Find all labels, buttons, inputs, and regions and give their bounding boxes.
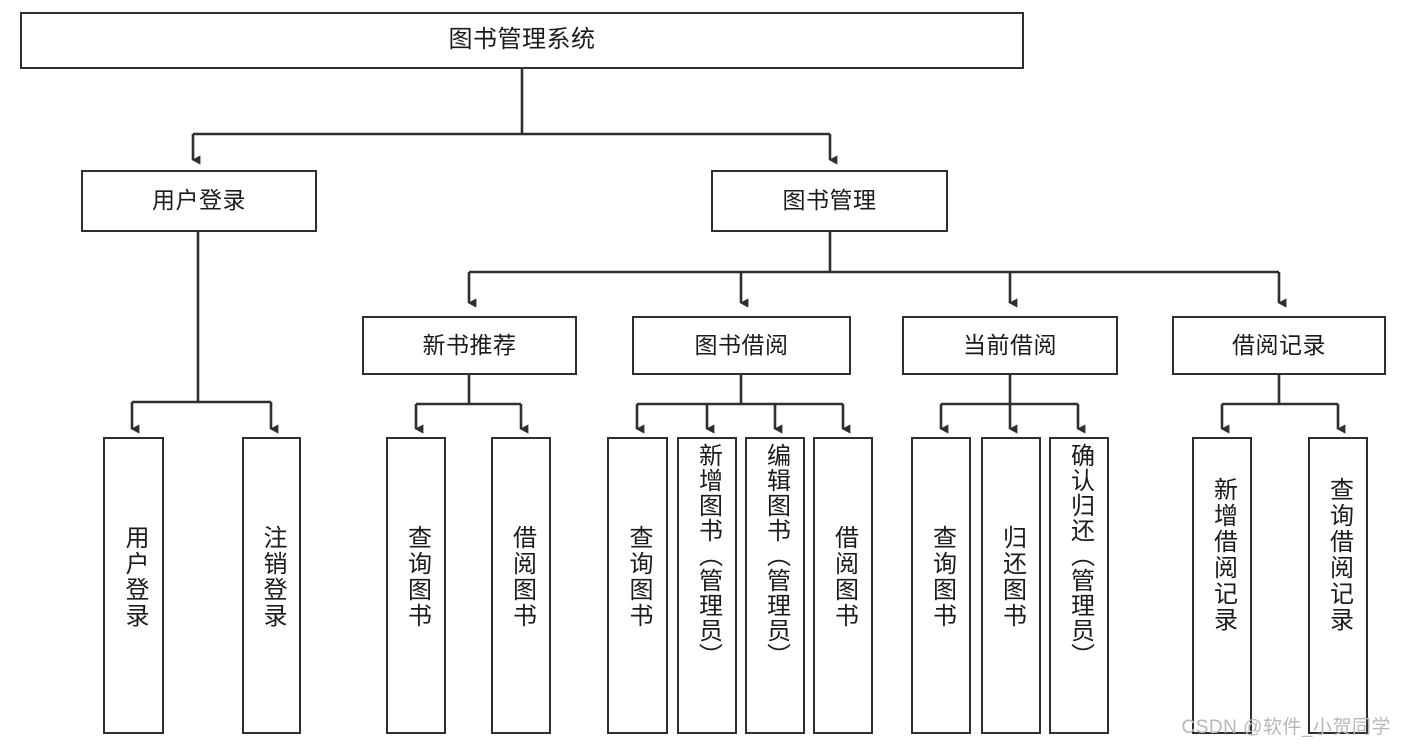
node-label: 用户登录	[120, 525, 148, 629]
node-label: 查询图书	[928, 525, 956, 629]
node-label: 用户登录	[152, 187, 246, 214]
node-label: 确认归还（管理员）	[1066, 443, 1094, 668]
leaf-user-login[interactable]: 用户登录	[103, 437, 164, 734]
leaf-confirm-return-admin[interactable]: 确认归还（管理员）	[1049, 437, 1109, 734]
node-new-book-recommend[interactable]: 新书推荐	[362, 316, 577, 375]
node-label: 新增借阅记录	[1209, 477, 1237, 633]
node-label: 当前借阅	[963, 331, 1057, 358]
node-label: 查询图书	[624, 525, 652, 629]
node-borrow-record[interactable]: 借阅记录	[1172, 316, 1386, 375]
node-book-borrow[interactable]: 图书借阅	[632, 316, 851, 375]
leaf-return-book[interactable]: 归还图书	[981, 437, 1041, 734]
leaf-query-book-recommend[interactable]: 查询图书	[386, 437, 446, 734]
node-label: 借阅记录	[1232, 331, 1326, 358]
node-label: 图书借阅	[694, 331, 789, 358]
leaf-borrow-book[interactable]: 借阅图书	[813, 437, 873, 734]
leaf-add-book-admin[interactable]: 新增图书（管理员）	[677, 437, 737, 734]
node-book-management[interactable]: 图书管理	[711, 170, 948, 232]
node-current-borrow[interactable]: 当前借阅	[902, 316, 1118, 375]
leaf-query-book-borrow[interactable]: 查询图书	[607, 437, 668, 734]
node-root-system[interactable]: 图书管理系统	[20, 12, 1024, 69]
node-label: 新增图书（管理员）	[694, 443, 722, 668]
node-label: 查询图书	[403, 525, 431, 629]
node-label: 新书推荐	[422, 331, 517, 358]
leaf-query-borrow-record[interactable]: 查询借阅记录	[1308, 437, 1368, 734]
leaf-add-borrow-record[interactable]: 新增借阅记录	[1192, 437, 1252, 734]
node-label: 编辑图书（管理员）	[762, 443, 790, 668]
leaf-query-book-current[interactable]: 查询图书	[911, 437, 971, 734]
node-label: 归还图书	[998, 525, 1026, 629]
leaf-logout[interactable]: 注销登录	[242, 437, 301, 734]
leaf-borrow-book-recommend[interactable]: 借阅图书	[491, 437, 551, 734]
watermark-csdn: CSDN @软件_小贺同学	[1181, 717, 1391, 738]
node-label: 查询借阅记录	[1325, 477, 1353, 633]
node-label: 注销登录	[258, 525, 286, 629]
leaf-edit-book-admin[interactable]: 编辑图书（管理员）	[745, 437, 805, 734]
node-label: 借阅图书	[508, 525, 536, 629]
node-label: 借阅图书	[830, 525, 858, 629]
node-label: 图书管理	[782, 187, 877, 214]
node-user-login[interactable]: 用户登录	[81, 170, 317, 232]
node-label: 图书管理系统	[448, 26, 596, 54]
